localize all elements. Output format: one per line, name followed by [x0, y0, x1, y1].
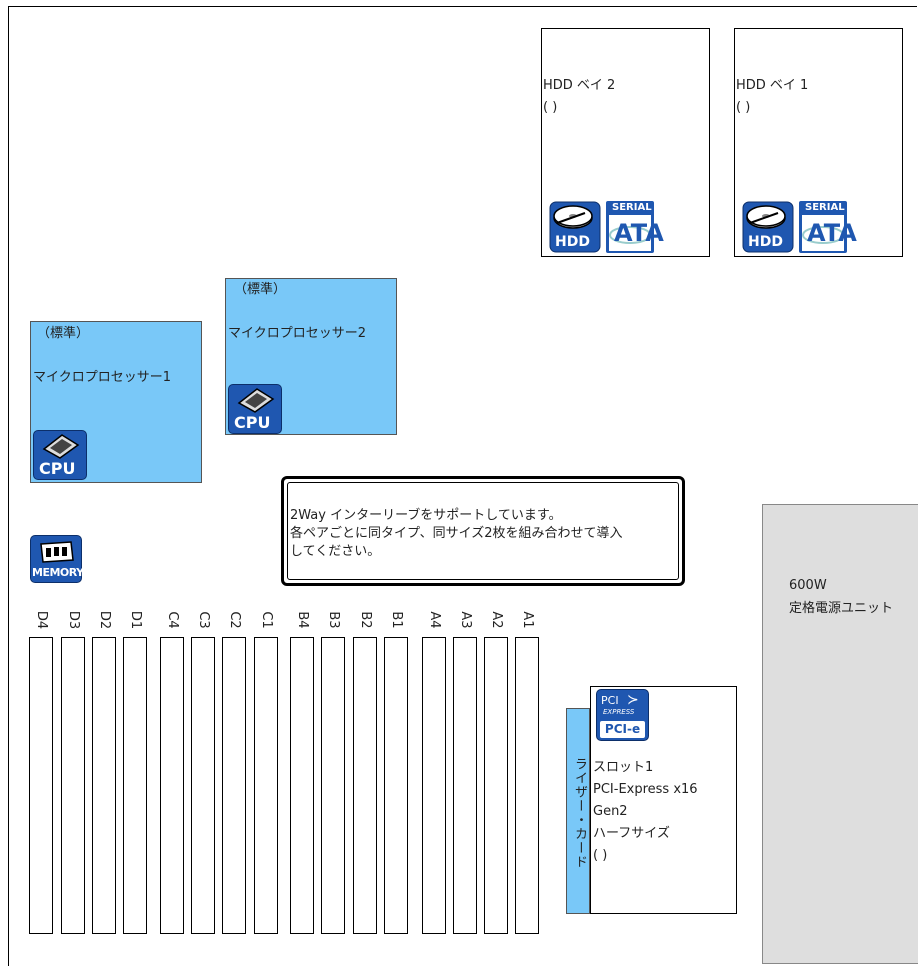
pci-slot-line-5: ( ) — [593, 848, 608, 863]
cpu-1-name: マイクロプロセッサー1 — [33, 370, 172, 385]
pci-icon-label: PCI-e — [600, 721, 645, 738]
pci-icon-top: PCI — [601, 694, 619, 707]
power-supply-unit: 600W 定格電源ユニット — [762, 504, 918, 964]
pci-icon-arrow: ≻ — [627, 692, 639, 708]
hdd-bay-1[interactable]: HDD ベイ 1 ( ) HDD SERIAL ATA — [734, 28, 903, 257]
cpu-icon: CPU — [33, 430, 87, 480]
hdd-icon-label: HDD — [748, 234, 783, 250]
dimm-slot-c3[interactable] — [191, 637, 215, 934]
dimm-slot-a2[interactable] — [484, 637, 508, 934]
cpu-socket-2[interactable]: （標準） マイクロプロセッサー2 CPU — [225, 278, 397, 435]
hdd-bay-2-title: HDD ベイ 2 — [543, 78, 616, 93]
hdd-bay-2-paren: ( ) — [543, 100, 558, 115]
sata-top-label: SERIAL — [805, 202, 845, 213]
riser-card-label: ライザー・カード — [572, 757, 587, 869]
cpu-2-standard: （標準） — [234, 282, 287, 297]
hdd-icon — [742, 201, 794, 257]
cpu-icon-label: CPU — [39, 459, 76, 478]
pci-slot-1[interactable]: PCI ≻ EXPRESS PCI-e スロット1 PCI-Express x1… — [590, 686, 737, 914]
sata-main-label: ATA — [614, 219, 664, 247]
psu-label: 定格電源ユニット — [789, 601, 894, 616]
dimm-slot-d3[interactable] — [61, 637, 85, 934]
dimm-slot-label: A4 — [427, 611, 442, 629]
memory-icon-label: MEMORY — [32, 566, 84, 579]
hdd-icon — [549, 201, 601, 257]
dimm-slot-label: D1 — [128, 610, 143, 630]
pci-slot-line-1: スロット1 — [593, 760, 654, 775]
hdd-bay-1-paren: ( ) — [736, 100, 751, 115]
dimm-slot-label: C2 — [227, 611, 242, 629]
dimm-slot-label: A2 — [489, 611, 504, 629]
pci-slot-line-3: Gen2 — [593, 804, 628, 819]
dimm-slot-label: B2 — [358, 611, 373, 629]
board-outline — [8, 6, 917, 966]
pci-icon-mid: EXPRESS — [603, 708, 635, 716]
cpu-icon-label: CPU — [234, 413, 271, 432]
notice-line-2: 各ペアごとに同タイプ、同サイズ2枚を組み合わせて導入 — [290, 526, 623, 541]
dimm-slot-d4[interactable] — [29, 637, 53, 934]
hdd-bay-1-title: HDD ベイ 1 — [736, 78, 809, 93]
dimm-slot-b3[interactable] — [321, 637, 345, 934]
pci-slot-line-4: ハーフサイズ — [593, 826, 670, 841]
dimm-slot-label: A1 — [520, 611, 535, 629]
pci-express-icon: PCI ≻ EXPRESS PCI-e — [596, 689, 649, 741]
dimm-slot-label: C3 — [196, 611, 211, 629]
dimm-slot-label: B1 — [389, 611, 404, 629]
dimm-slot-b2[interactable] — [353, 637, 377, 934]
dimm-slot-label: A3 — [458, 611, 473, 629]
sata-main-label: ATA — [807, 219, 857, 247]
dimm-slot-a3[interactable] — [453, 637, 477, 934]
dimm-slot-label: C4 — [165, 611, 180, 629]
memory-icon: MEMORY — [30, 535, 84, 583]
cpu-icon: CPU — [228, 384, 282, 434]
notice-line-3: してください。 — [290, 544, 381, 559]
sata-icon — [799, 201, 847, 257]
hdd-bay-2[interactable]: HDD ベイ 2 ( ) HDD SERIAL ATA — [541, 28, 710, 257]
dimm-slot-label: D3 — [66, 610, 81, 630]
cpu-socket-1[interactable]: （標準） マイクロプロセッサー1 CPU — [30, 321, 202, 483]
hdd-icon-label: HDD — [555, 234, 590, 250]
dimm-slot-b1[interactable] — [384, 637, 408, 934]
dimm-slot-label: B3 — [326, 611, 341, 629]
dimm-slot-label: D4 — [34, 610, 49, 630]
dimm-slot-a4[interactable] — [422, 637, 446, 934]
sata-top-label: SERIAL — [612, 202, 652, 213]
dimm-slot-c2[interactable] — [222, 637, 246, 934]
dimm-slot-d2[interactable] — [92, 637, 116, 934]
psu-wattage: 600W — [789, 578, 827, 593]
cpu-1-standard: （標準） — [37, 326, 90, 341]
dimm-slot-d1[interactable] — [123, 637, 147, 934]
sata-icon — [606, 201, 654, 257]
dimm-slot-c1[interactable] — [254, 637, 278, 934]
dimm-slot-b4[interactable] — [290, 637, 314, 934]
riser-card: ライザー・カード — [566, 708, 590, 914]
notice-line-1: 2Way インターリーブをサポートしています。 — [290, 508, 562, 523]
interleave-notice: 2Way インターリーブをサポートしています。 各ペアごとに同タイプ、同サイズ2… — [281, 476, 685, 586]
pci-slot-line-2: PCI-Express x16 — [593, 782, 698, 797]
dimm-slot-a1[interactable] — [515, 637, 539, 934]
dimm-slot-c4[interactable] — [160, 637, 184, 934]
dimm-slot-label: D2 — [97, 610, 112, 630]
dimm-slot-label: C1 — [259, 611, 274, 629]
cpu-2-name: マイクロプロセッサー2 — [228, 326, 367, 341]
dimm-slot-label: B4 — [295, 611, 310, 629]
